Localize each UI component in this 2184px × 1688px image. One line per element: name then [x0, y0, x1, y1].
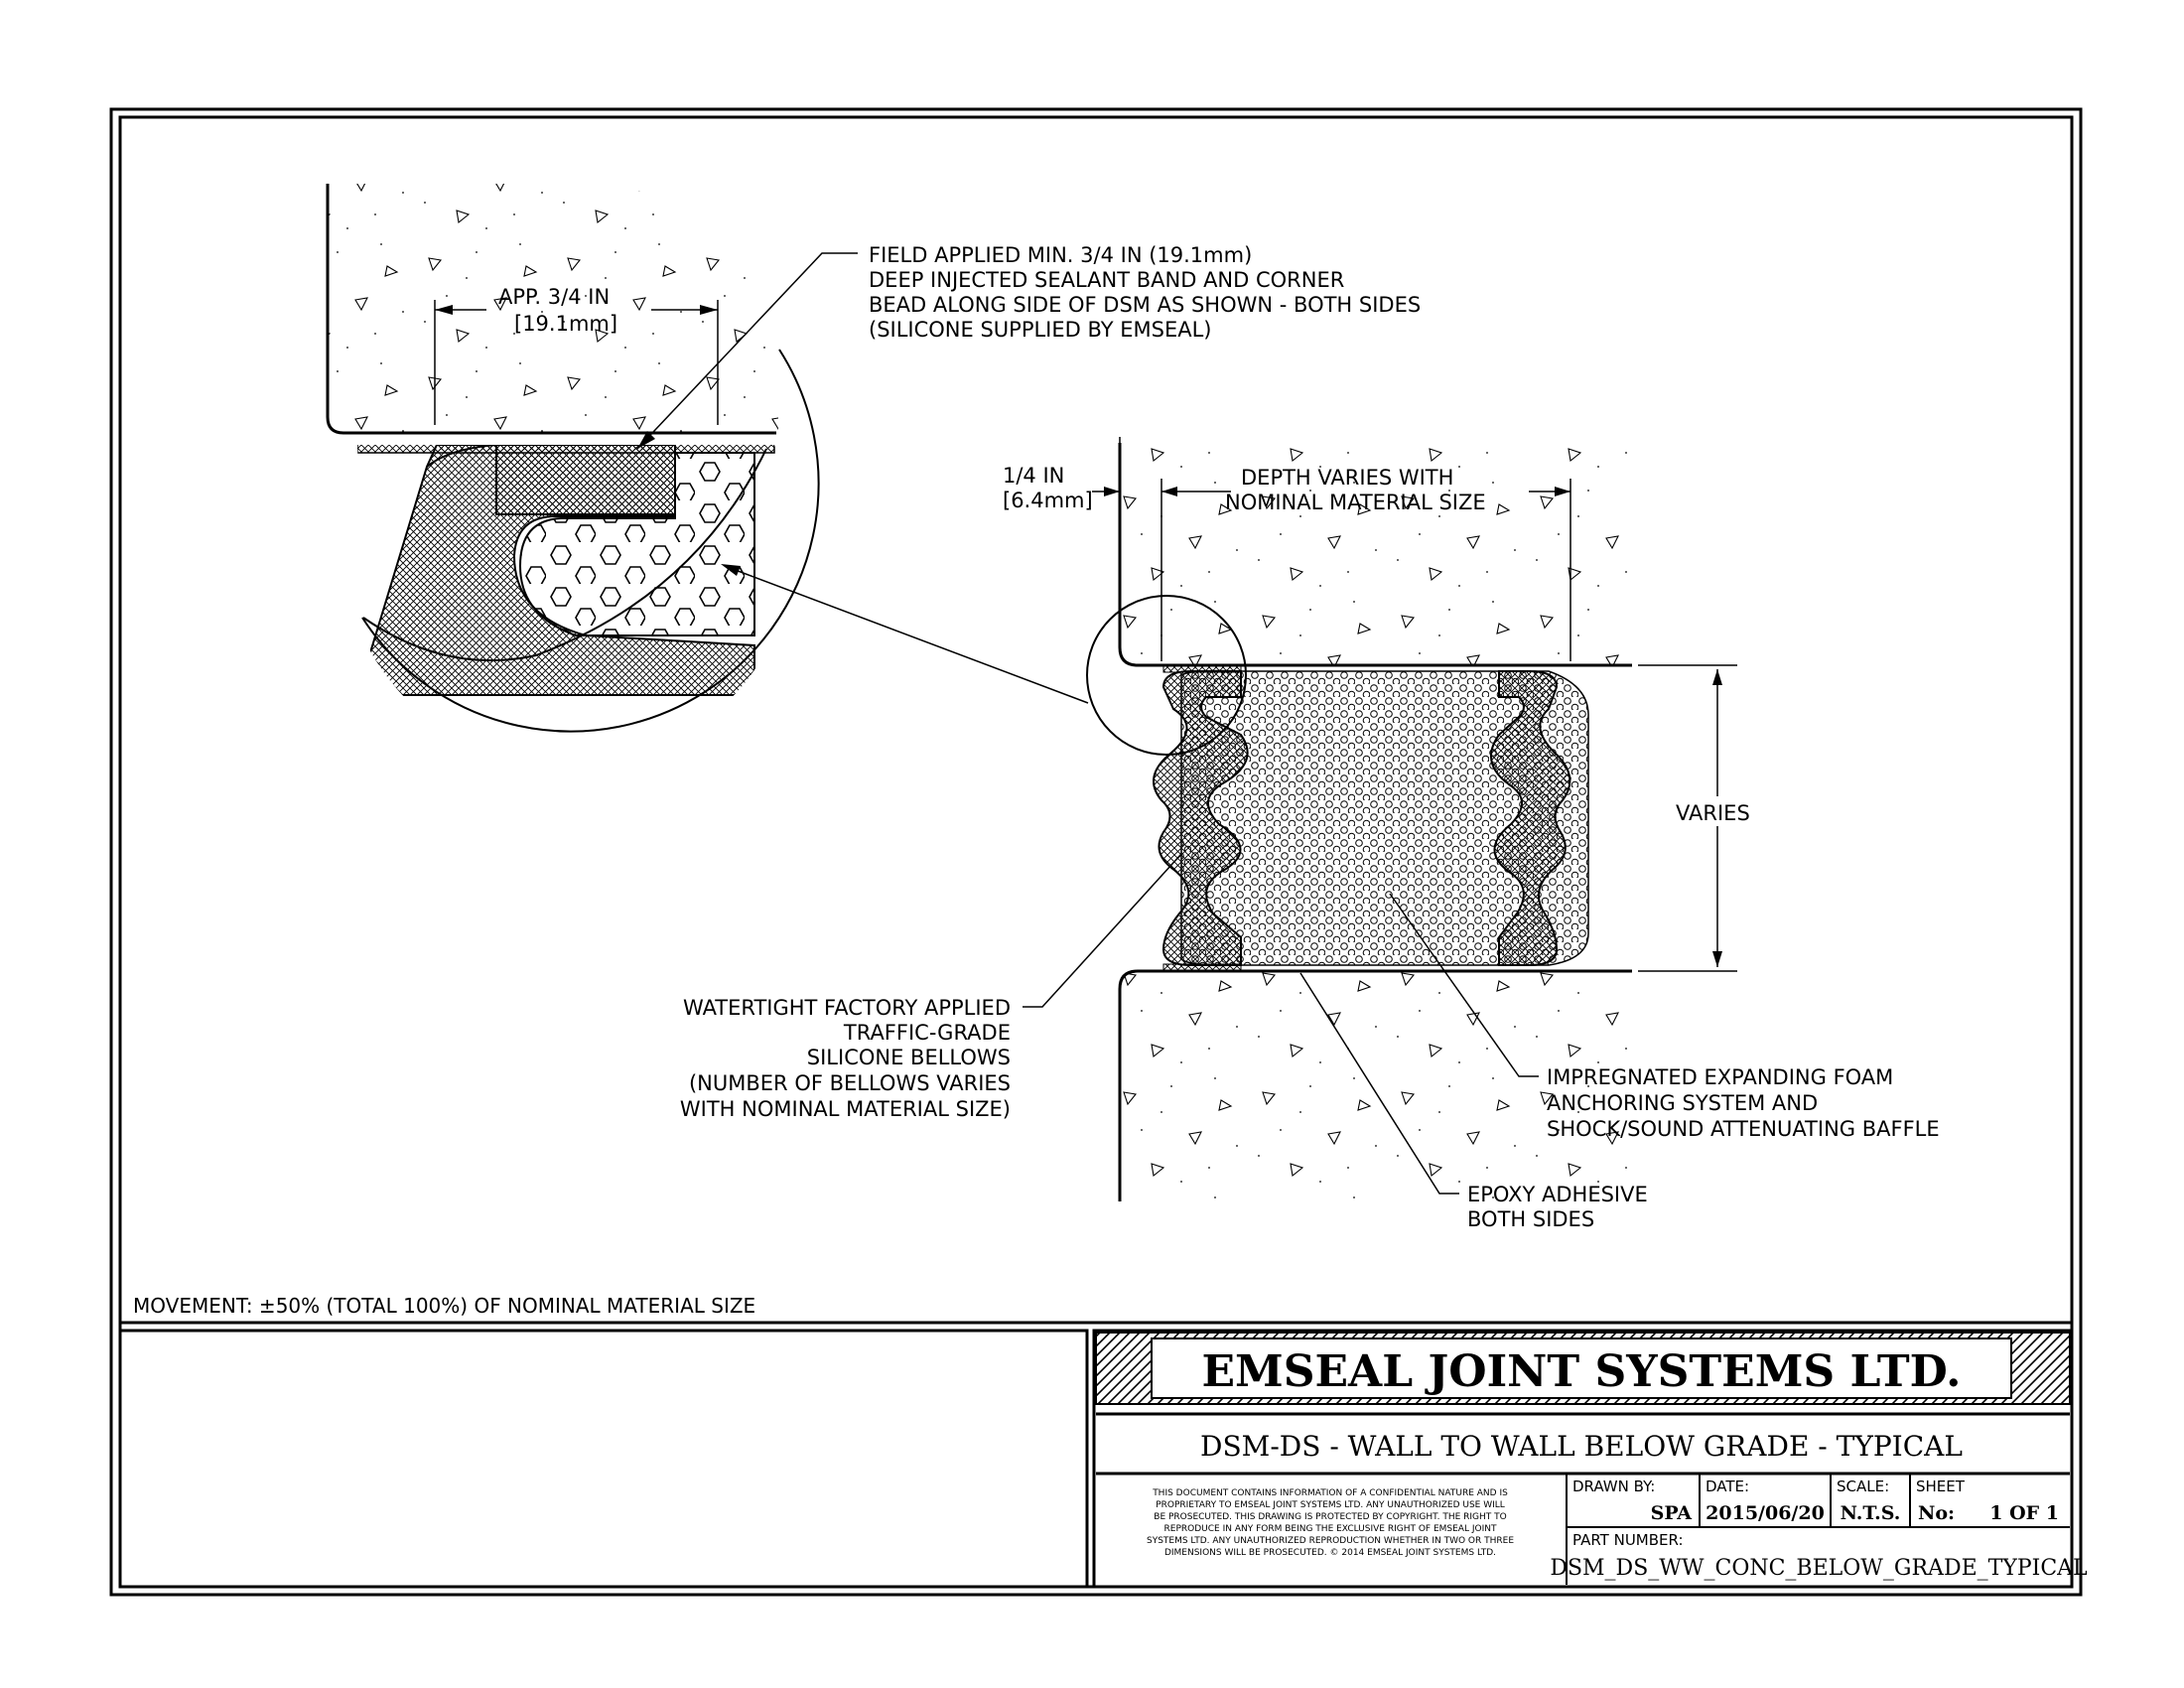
movement-note: MOVEMENT: ±50% (TOTAL 100%) OF NOMINAL M…: [133, 1294, 755, 1318]
svg-text:(NUMBER OF BELLOWS VARIES: (NUMBER OF BELLOWS VARIES: [689, 1071, 1011, 1095]
svg-text:SCALE:: SCALE:: [1837, 1477, 1889, 1495]
epoxy-callout: EPOXY ADHESIVE BOTH SIDES: [1467, 1183, 1648, 1231]
svg-text:SILICONE BELLOWS: SILICONE BELLOWS: [807, 1046, 1011, 1069]
svg-text:BE PROSECUTED. THIS DRAWING IS: BE PROSECUTED. THIS DRAWING IS PROTECTED…: [1154, 1512, 1506, 1522]
svg-text:FIELD APPLIED MIN. 3/4 IN (19.: FIELD APPLIED MIN. 3/4 IN (19.1mm): [869, 243, 1252, 267]
scale: N.T.S.: [1841, 1502, 1901, 1524]
varies-label: VARIES: [1676, 801, 1750, 825]
svg-text:PART NUMBER:: PART NUMBER:: [1572, 1531, 1684, 1549]
depth-label-2: NOMINAL MATERIAL SIZE: [1225, 491, 1486, 514]
svg-text:DIMENSIONS WILL BE PROSECUTED.: DIMENSIONS WILL BE PROSECUTED. © 2014 EM…: [1164, 1548, 1496, 1558]
bellows-callout: WATERTIGHT FACTORY APPLIED TRAFFIC-GRADE…: [680, 996, 1011, 1121]
detail-circle: [1086, 595, 1247, 756]
gap-metric: [6.4mm]: [1003, 489, 1093, 512]
app-depth-label: APP. 3/4 IN: [498, 285, 610, 309]
svg-text:PROPRIETARY TO EMSEAL JOINT SY: PROPRIETARY TO EMSEAL JOINT SYSTEMS LTD.…: [1156, 1500, 1505, 1510]
company-name: EMSEAL JOINT SYSTEMS LTD.: [1202, 1346, 1962, 1397]
svg-text:ANCHORING SYSTEM AND: ANCHORING SYSTEM AND: [1547, 1091, 1818, 1115]
sealant-band-callout: FIELD APPLIED MIN. 3/4 IN (19.1mm) DEEP …: [869, 243, 1421, 342]
drawn-by: SPA: [1651, 1502, 1693, 1524]
svg-text:WITH NOMINAL MATERIAL SIZE): WITH NOMINAL MATERIAL SIZE): [680, 1097, 1011, 1121]
main-section: 1/4 IN [6.4mm] DEPTH VARIES WITH NOMINAL…: [721, 437, 1767, 1201]
svg-text:SHEET: SHEET: [1916, 1477, 1966, 1495]
enlarged-detail: APP. 3/4 IN [19.1mm]: [326, 184, 858, 733]
svg-text:REPRODUCE IN ANY FORM BEING TH: REPRODUCE IN ANY FORM BEING THE EXCLUSIV…: [1164, 1524, 1497, 1534]
notes-box: [118, 1329, 1089, 1589]
svg-text:TRAFFIC-GRADE: TRAFFIC-GRADE: [843, 1021, 1011, 1045]
svg-text:DEEP INJECTED SEALANT BAND AND: DEEP INJECTED SEALANT BAND AND CORNER: [869, 268, 1344, 292]
svg-text:SHOCK/SOUND ATTENUATING BAFFLE: SHOCK/SOUND ATTENUATING BAFFLE: [1547, 1117, 1940, 1141]
svg-text:No:: No:: [1918, 1502, 1955, 1524]
sheet-number: 1 OF 1: [1989, 1502, 2059, 1524]
foam-callout: IMPREGNATED EXPANDING FOAM ANCHORING SYS…: [1547, 1065, 1940, 1141]
svg-text:BOTH SIDES: BOTH SIDES: [1467, 1207, 1594, 1231]
depth-label: DEPTH VARIES WITH: [1241, 466, 1453, 490]
svg-text:DRAWN BY:: DRAWN BY:: [1572, 1477, 1655, 1495]
svg-text:SYSTEMS LTD. ANY UNAUTHORIZED: SYSTEMS LTD. ANY UNAUTHORIZED REPRODUCTI…: [1147, 1536, 1514, 1546]
svg-text:WATERTIGHT FACTORY APPLIED: WATERTIGHT FACTORY APPLIED: [683, 996, 1011, 1020]
title-block: EMSEAL JOINT SYSTEMS LTD. DSM-DS - WALL …: [118, 1329, 2088, 1589]
outer-border: [109, 107, 2083, 1597]
svg-text:IMPREGNATED EXPANDING FOAM: IMPREGNATED EXPANDING FOAM: [1547, 1065, 1893, 1089]
gap-label: 1/4 IN: [1003, 464, 1064, 488]
date: 2015/06/20: [1706, 1502, 1825, 1524]
svg-text:(SILICONE SUPPLIED BY EMSEAL): (SILICONE SUPPLIED BY EMSEAL): [869, 318, 1212, 342]
app-depth-metric: [19.1mm]: [514, 312, 617, 336]
part-number: DSM_DS_WW_CONC_BELOW_GRADE_TYPICAL: [1550, 1556, 2088, 1581]
svg-text:EPOXY ADHESIVE: EPOXY ADHESIVE: [1467, 1183, 1648, 1206]
svg-text:THIS DOCUMENT CONTAINS INFORMA: THIS DOCUMENT CONTAINS INFORMATION OF A …: [1152, 1488, 1508, 1498]
svg-text:BEAD ALONG SIDE OF DSM AS SHOW: BEAD ALONG SIDE OF DSM AS SHOWN - BOTH S…: [869, 293, 1421, 317]
svg-text:DATE:: DATE:: [1706, 1477, 1749, 1495]
drawing-title: DSM-DS - WALL TO WALL BELOW GRADE - TYPI…: [1200, 1430, 1963, 1463]
